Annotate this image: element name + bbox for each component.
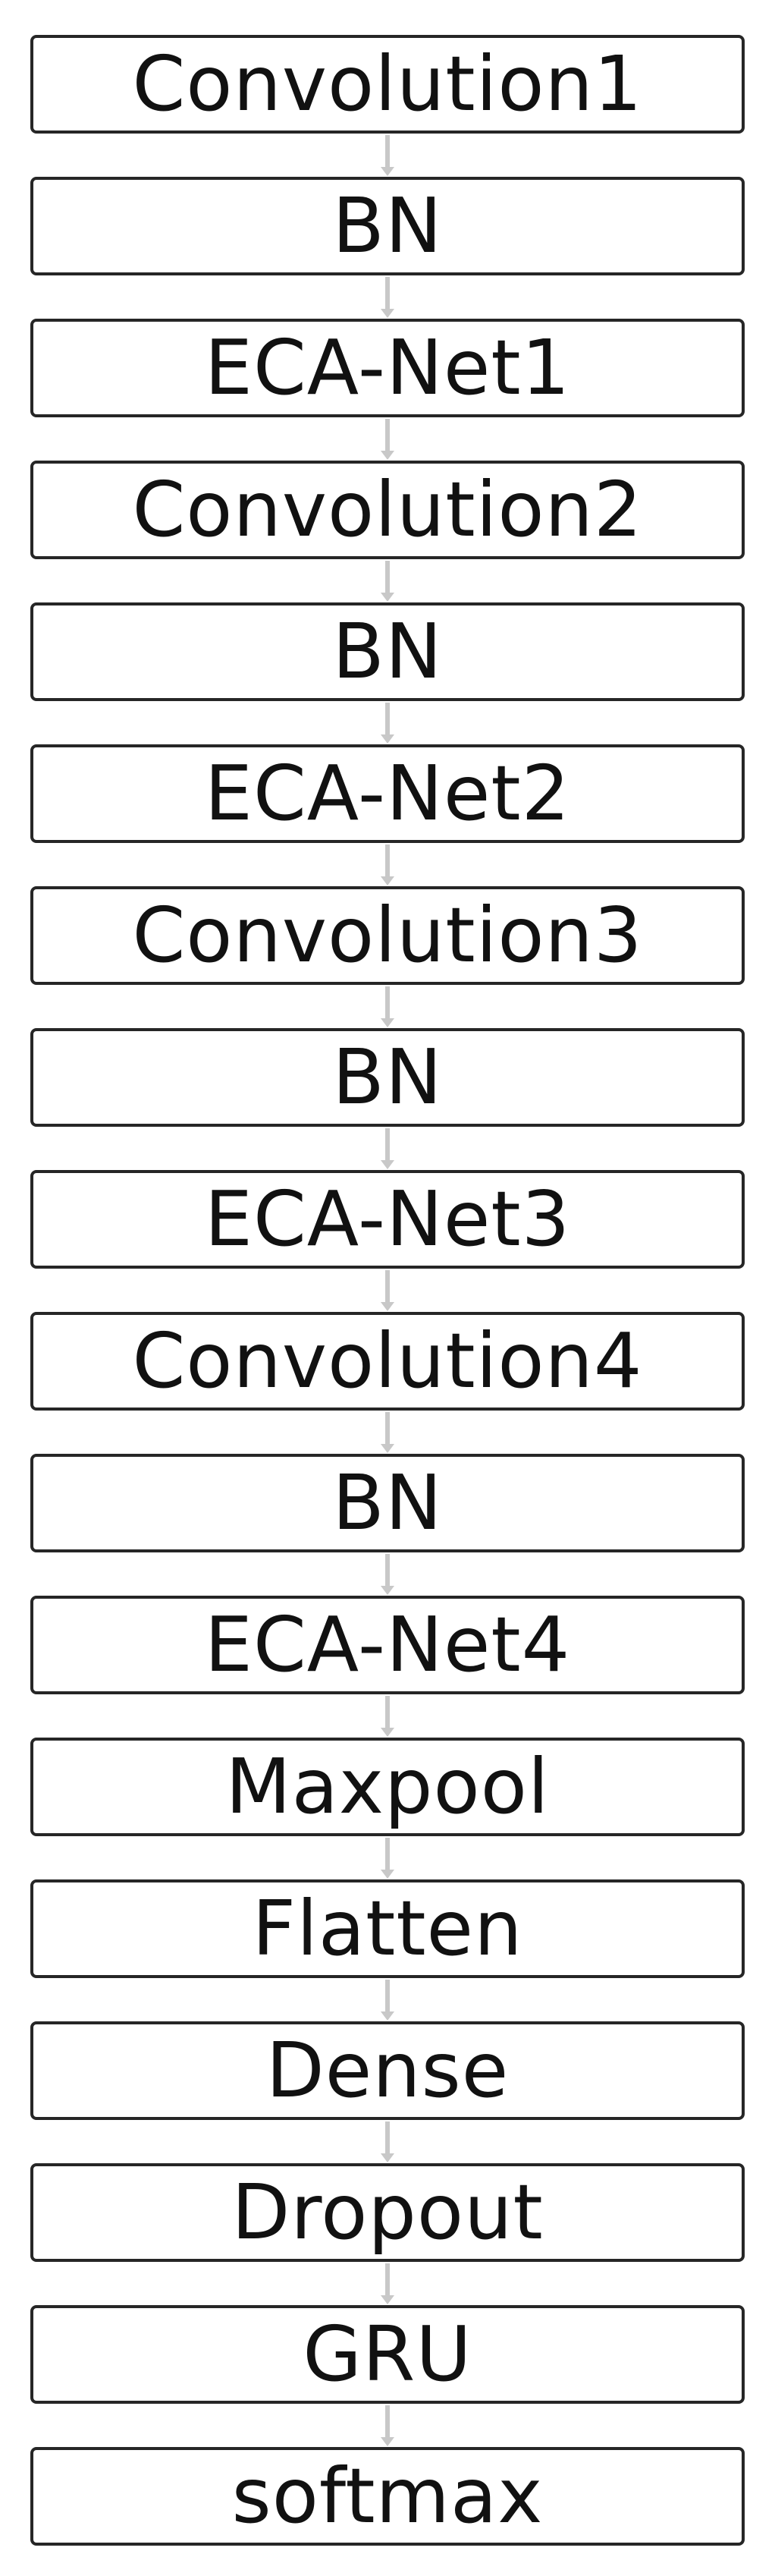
flow-arrow-icon: [381, 1270, 394, 1313]
layer-label: Convolution4: [132, 1316, 643, 1405]
arrow-head: [381, 1444, 394, 1453]
arrow-head: [381, 734, 394, 744]
flow-arrow-icon: [381, 561, 394, 603]
arrow-shaft: [385, 1412, 390, 1445]
arrow-head: [381, 876, 394, 885]
arrow-head: [381, 593, 394, 602]
arrow-head: [381, 309, 394, 318]
arrow-head: [381, 1728, 394, 1737]
arrow-shaft: [385, 2263, 390, 2297]
layer-box: Convolution4: [30, 1312, 745, 1411]
layer-box: ECA-Net1: [30, 319, 745, 417]
layer-label: BN: [332, 1033, 443, 1121]
flow-arrow-icon: [381, 2122, 394, 2164]
arrow-head: [381, 1018, 394, 1027]
layer-label: ECA-Net3: [204, 1175, 571, 1263]
layer-box: Flatten: [30, 1879, 745, 1978]
layer-label: Convolution1: [132, 39, 643, 128]
layer-box: ECA-Net4: [30, 1596, 745, 1694]
arrow-shaft: [385, 845, 390, 878]
layer-label: BN: [332, 181, 443, 270]
arrow-head: [381, 451, 394, 460]
arrow-shaft: [385, 419, 390, 452]
arrow-head: [381, 1160, 394, 1169]
flow-arrow-icon: [381, 1412, 394, 1455]
flow-arrow-icon: [381, 1980, 394, 2022]
arrow-head: [381, 2153, 394, 2162]
arrow-shaft: [385, 277, 390, 310]
layer-label: BN: [332, 1458, 443, 1547]
layer-label: ECA-Net2: [204, 749, 571, 838]
flow-arrow-icon: [381, 1128, 394, 1171]
arrow-head: [381, 1870, 394, 1879]
flow-arrow-icon: [381, 703, 394, 745]
layer-label: Convolution3: [132, 891, 643, 980]
layer-label: GRU: [303, 2310, 472, 2398]
layer-label: BN: [332, 607, 443, 696]
arrow-shaft: [385, 2122, 390, 2155]
layer-label: Dense: [265, 2026, 510, 2115]
arrow-shaft: [385, 135, 390, 168]
layer-label: Dropout: [231, 2168, 544, 2257]
layer-box: ECA-Net2: [30, 744, 745, 843]
layer-box: ECA-Net3: [30, 1170, 745, 1269]
flow-arrow-icon: [381, 277, 394, 319]
arrow-head: [381, 1302, 394, 1311]
arrow-shaft: [385, 2405, 390, 2439]
arrow-shaft: [385, 1696, 390, 1729]
flow-arrow-icon: [381, 2263, 394, 2306]
layer-box: BN: [30, 602, 745, 701]
arrow-shaft: [385, 1270, 390, 1304]
layer-box: Convolution3: [30, 886, 745, 985]
layer-label: Convolution2: [132, 465, 643, 554]
arrow-shaft: [385, 1980, 390, 2013]
layer-box: Convolution2: [30, 461, 745, 559]
layer-box: GRU: [30, 2305, 745, 2404]
layer-label: softmax: [231, 2452, 544, 2540]
flow-arrow-icon: [381, 2405, 394, 2448]
flow-arrow-icon: [381, 1696, 394, 1738]
layer-box: softmax: [30, 2447, 745, 2546]
layer-label: ECA-Net1: [204, 323, 571, 412]
flow-arrow-icon: [381, 845, 394, 887]
layer-box: BN: [30, 1454, 745, 1552]
arrow-head: [381, 1586, 394, 1595]
flow-arrow-icon: [381, 1838, 394, 1880]
layer-label: ECA-Net4: [204, 1600, 571, 1689]
arrow-head: [381, 2437, 394, 2446]
flow-arrow-icon: [381, 986, 394, 1029]
flow-arrow-icon: [381, 135, 394, 178]
layer-box: Dropout: [30, 2163, 745, 2262]
layer-box: BN: [30, 1028, 745, 1127]
flow-arrow-icon: [381, 419, 394, 461]
flow-arrow-icon: [381, 1554, 394, 1596]
layer-box: Convolution1: [30, 35, 745, 134]
arrow-shaft: [385, 1128, 390, 1162]
layer-box: BN: [30, 177, 745, 275]
layer-box: Maxpool: [30, 1738, 745, 1836]
arrow-head: [381, 2295, 394, 2304]
arrow-shaft: [385, 561, 390, 594]
layer-label: Flatten: [252, 1884, 523, 1973]
arrow-head: [381, 167, 394, 176]
arrow-shaft: [385, 703, 390, 736]
arrow-shaft: [385, 1838, 390, 1871]
layer-label: Maxpool: [225, 1742, 550, 1831]
arrow-shaft: [385, 1554, 390, 1587]
arrow-shaft: [385, 986, 390, 1020]
layer-box: Dense: [30, 2021, 745, 2120]
arrow-head: [381, 2011, 394, 2021]
